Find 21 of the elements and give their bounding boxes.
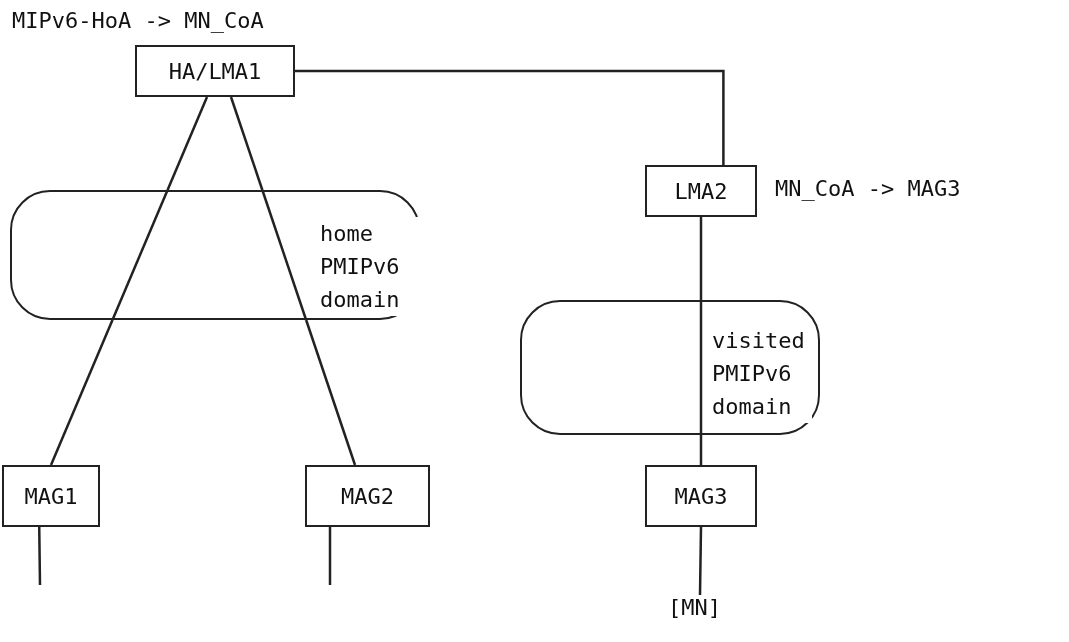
domain-region: [520, 300, 820, 435]
node-annotation: MIPv6-HoA -> MN_CoA: [12, 8, 264, 33]
domain-region: [10, 190, 420, 320]
connector-line: [699, 217, 703, 300]
node-box: LMA2: [645, 165, 757, 217]
node-annotation: MN_CoA -> MAG3: [775, 176, 961, 201]
connector-line: [166, 96, 209, 191]
connector-line: [295, 69, 725, 165]
domain-label: home PMIPv6 domain: [320, 217, 420, 316]
connector-line: [38, 527, 42, 585]
connector-line: [229, 96, 264, 191]
connector-line: [304, 319, 357, 466]
node-label: [MN]: [668, 595, 721, 620]
connector-line: [699, 435, 703, 465]
connector-line: [49, 319, 114, 466]
connector-line: [328, 527, 332, 585]
node-box: MAG1: [2, 465, 100, 527]
node-box: MAG2: [305, 465, 430, 527]
connector-line: [698, 527, 703, 595]
node-box: MAG3: [645, 465, 757, 527]
node-box: HA/LMA1: [135, 45, 295, 97]
